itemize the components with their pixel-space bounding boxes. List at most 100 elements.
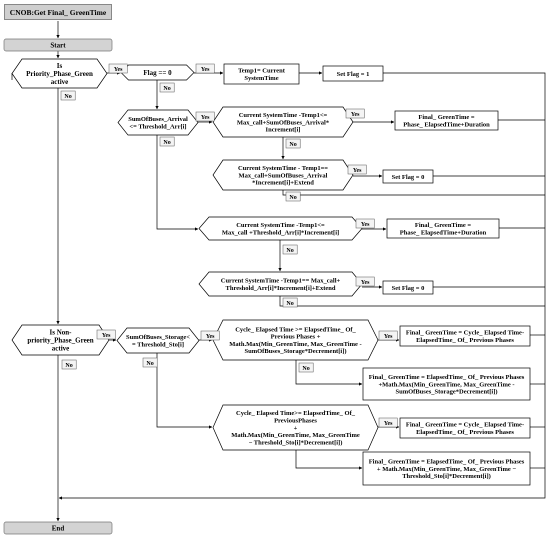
no-label: No: [163, 140, 170, 146]
time-check-2-text: Max_call+SumOfBuses_Arrival: [239, 172, 328, 179]
branch-label-box: [285, 191, 301, 202]
final-6-text: + Math.Max(Min_GreenTime, Max_GreenTime …: [377, 466, 517, 473]
flow-arrow: [295, 450, 363, 470]
no-label: No: [163, 86, 170, 92]
flag-check-text: Flag == 0: [143, 69, 172, 77]
storage-check-text: = Threshold_Sto[i]: [132, 341, 184, 348]
branch-label-box: [285, 138, 301, 149]
set-flag-1-process: [322, 65, 384, 82]
branch-label-box: [159, 82, 175, 93]
final-5-text: ElapsedTime_ Of_ Previous Phases: [416, 429, 514, 436]
no-label: No: [65, 363, 72, 369]
cycle-check-1-text: Cycle_ Elapsed Time >= ElapsedTime_ Of_: [235, 326, 356, 333]
priority-check-text: Priority_Phase_Green: [26, 70, 93, 78]
yes-label: Yes: [206, 334, 215, 340]
branch-label-box: [142, 357, 158, 368]
set-temp-text: SystemTime: [244, 75, 278, 82]
priority-check-decision: [11, 58, 108, 89]
final-4-text: SumOfBuses_Storage*Decrement[i]): [395, 389, 497, 396]
storage-check-text: SumOfBuses_Storage<: [126, 334, 190, 341]
cycle-check-2-text: Math.Max(Min_GreenTime, Max_GreenTime: [231, 432, 360, 439]
set-flag-1-text: Set Flag = 1: [337, 71, 370, 78]
cycle-check-2-text: +: [294, 425, 298, 432]
cycle-check-2-text: − Threshold_Sto[i]*Decrement[i]): [249, 439, 343, 446]
no-label: No: [289, 195, 296, 201]
yes-label: Yes: [384, 334, 393, 340]
yes-label: Yes: [201, 115, 210, 121]
final-5-process: [399, 417, 531, 439]
cycle-check-2-decision: [212, 404, 379, 451]
time-check-1-text: Increment[i]: [266, 127, 301, 134]
yes-label: Yes: [201, 67, 210, 73]
time-check-3-text: Max_call +Threshold_Arr[i]*Increment[i]: [222, 229, 339, 236]
cycle-check-1-text: SumOfBuses_Storage*Decrement[i]): [244, 348, 346, 355]
final-6-text: Threshold_Sto[i]*Decrement[i]): [402, 473, 491, 480]
no-label: No: [289, 142, 296, 148]
yes-label: Yes: [384, 421, 393, 427]
final-6-text: Final_ GreenTime = ElapsedTime_ Of_ Prev…: [369, 458, 525, 465]
branch-label-box: [298, 362, 314, 373]
no-label: No: [146, 361, 153, 367]
final-3-process: [399, 325, 531, 347]
end-label: End: [52, 525, 65, 533]
branch-label-box: [355, 276, 375, 287]
time-check-3-decision: [198, 216, 363, 241]
time-check-1-decision: [212, 106, 354, 138]
no-label: No: [286, 301, 293, 307]
nonpriority-check-text: active: [52, 344, 70, 352]
yes-label: Yes: [361, 280, 370, 286]
time-check-4-text: Threshold_Arr[i]*Increment[i]+Extend: [226, 285, 336, 292]
nonpriority-check-text: priority_Phase_Green: [27, 336, 93, 344]
final-1-text: Final_ GreenTime =: [418, 114, 474, 121]
branch-label-box: [282, 244, 298, 255]
branch-label-box: [200, 330, 220, 341]
branch-label-box: [378, 330, 398, 341]
branch-label-box: [61, 359, 77, 370]
start-terminal: [3, 38, 113, 52]
arrival-check-text: <= Threshold_Arr[i]: [129, 123, 186, 130]
cycle-check-1-text: Previous Phases +: [271, 334, 321, 341]
branch-label-box: [347, 164, 367, 175]
storage-check-decision: [116, 327, 200, 354]
priority-check-text: active: [51, 78, 69, 86]
flow-arrow: [156, 353, 213, 429]
end-terminal: [3, 521, 113, 535]
branch-label-box: [195, 111, 215, 122]
branch-label-box: [345, 108, 365, 119]
flow-arrow: [156, 135, 199, 231]
diagram-title: CNOB:Get Final_ GreenTime: [4, 4, 112, 20]
no-label: No: [286, 248, 293, 254]
cycle-check-2-text: Cycle_ Elapsed Time>= ElapsedTime_ Of_: [236, 410, 356, 417]
no-label: No: [64, 94, 71, 100]
yes-label: Yes: [361, 222, 370, 228]
time-check-4-text: Current SystemTime -Temp1== Max_call+: [221, 278, 341, 285]
priority-check-text: Is: [57, 62, 63, 70]
flow-arrow: [282, 190, 545, 196]
final-5-text: Final_ GreenTime = Cycle_ Elapsed Time-: [406, 422, 524, 429]
time-check-1-text: Max_call+SumOfBuses_Arrival*: [237, 119, 329, 126]
nonpriority-check-decision: [11, 324, 110, 356]
set-flag-0-b-text: Set Flag = 0: [392, 285, 425, 292]
yes-label: Yes: [102, 333, 111, 339]
start-label: Start: [50, 42, 66, 50]
yes-label: Yes: [351, 112, 360, 118]
final-6-process: [362, 451, 531, 486]
yes-label: Yes: [353, 168, 362, 174]
arrival-check-text: SumOfBuses_Arrival: [128, 116, 188, 123]
branch-label-box: [355, 218, 375, 229]
set-flag-0-b-process: [382, 280, 434, 295]
time-check-2-text: *Increment[i]+Extend: [252, 180, 314, 187]
final-2-process: [386, 218, 500, 239]
final-4-process: [362, 367, 531, 401]
cycle-check-1-text: Math.Max(Min_GreenTime, Max_GreenTime -: [229, 341, 361, 348]
nonpriority-check-text: Is Non-: [50, 329, 73, 337]
final-2-text: Phase_ ElapsedTime+Duration: [400, 229, 487, 236]
branch-label-box: [108, 63, 128, 74]
final-4-text: +Math.Max(Min_GreenTime, Max_GreenTime -: [378, 381, 514, 388]
flow-arrow: [58, 72, 546, 500]
final-3-text: Final_ GreenTime = Cycle_ Elapsed Time-: [406, 330, 524, 337]
branch-label-box: [159, 136, 175, 147]
arrival-check-decision: [117, 109, 199, 136]
no-label: No: [302, 366, 309, 372]
